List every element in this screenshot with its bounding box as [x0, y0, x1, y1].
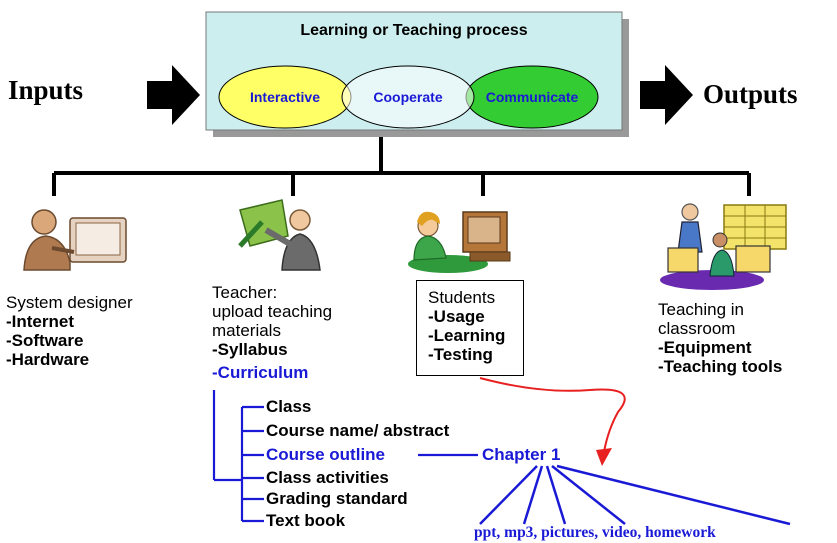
system-designer-title: System designer [6, 293, 133, 312]
cooperate-label: Cooperate [373, 89, 443, 105]
classroom-title-line: Teaching in [658, 300, 745, 319]
system-designer-item: -Internet [6, 312, 74, 331]
tree-connector [52, 137, 751, 196]
red-curved-arrow [479, 377, 626, 453]
teacher-title-line: Teacher: [212, 283, 278, 302]
curriculum-item-course-outline: Course outline [266, 445, 386, 464]
red-arrowhead-icon [596, 448, 612, 466]
student-computer-clipart-icon [408, 211, 511, 273]
curriculum-item: Class activities [266, 468, 389, 487]
curriculum-item: Course name/ abstract [266, 421, 450, 440]
curriculum-item: Class [266, 397, 312, 416]
interactive-label: Interactive [249, 89, 321, 105]
students-item: -Learning [428, 326, 506, 345]
students-item: -Usage [428, 307, 485, 326]
classroom-teaching-clipart-icon [660, 203, 787, 290]
curriculum-item: Grading standard [266, 489, 408, 508]
teacher-block: Teacher: upload teaching materials -Syll… [212, 283, 332, 382]
students-item: -Testing [428, 345, 493, 364]
classroom-title-line: classroom [658, 319, 736, 338]
chapter-label: Chapter 1 [482, 445, 561, 464]
communicate-label: Communicate [485, 89, 579, 105]
teacher-at-board-clipart-icon [238, 199, 321, 271]
classroom-item: -Teaching tools [658, 357, 783, 376]
curriculum-tree-lines [212, 390, 478, 523]
classroom-item: -Equipment [658, 338, 752, 357]
system-designer-block: System designer -Internet -Software -Har… [6, 293, 133, 369]
cooperate-ellipse [341, 65, 475, 129]
teacher-title-line: upload teaching [212, 302, 333, 321]
input-arrow-icon [147, 65, 200, 125]
students-box: Students -Usage -Learning -Testing [416, 280, 524, 376]
students-title: Students [428, 288, 496, 307]
teacher-curriculum: -Curriculum [212, 363, 309, 382]
system-designer-clipart-icon [23, 209, 127, 271]
curriculum-item: Text book [266, 511, 346, 530]
output-arrow-icon [640, 65, 693, 125]
chapter-resources: ppt, mp3, pictures, video, homework [474, 524, 716, 541]
teacher-title-line: materials [212, 321, 281, 340]
process-title: Learning or Teaching process [300, 22, 528, 39]
system-designer-item: -Software [6, 331, 84, 350]
outputs-label: Outputs [703, 79, 798, 109]
system-designer-item: -Hardware [6, 350, 90, 369]
classroom-block: Teaching in classroom -Equipment -Teachi… [658, 300, 782, 376]
chapter-fan-lines [479, 464, 791, 526]
teacher-syllabus: -Syllabus [212, 340, 288, 359]
inputs-label: Inputs [8, 75, 84, 105]
